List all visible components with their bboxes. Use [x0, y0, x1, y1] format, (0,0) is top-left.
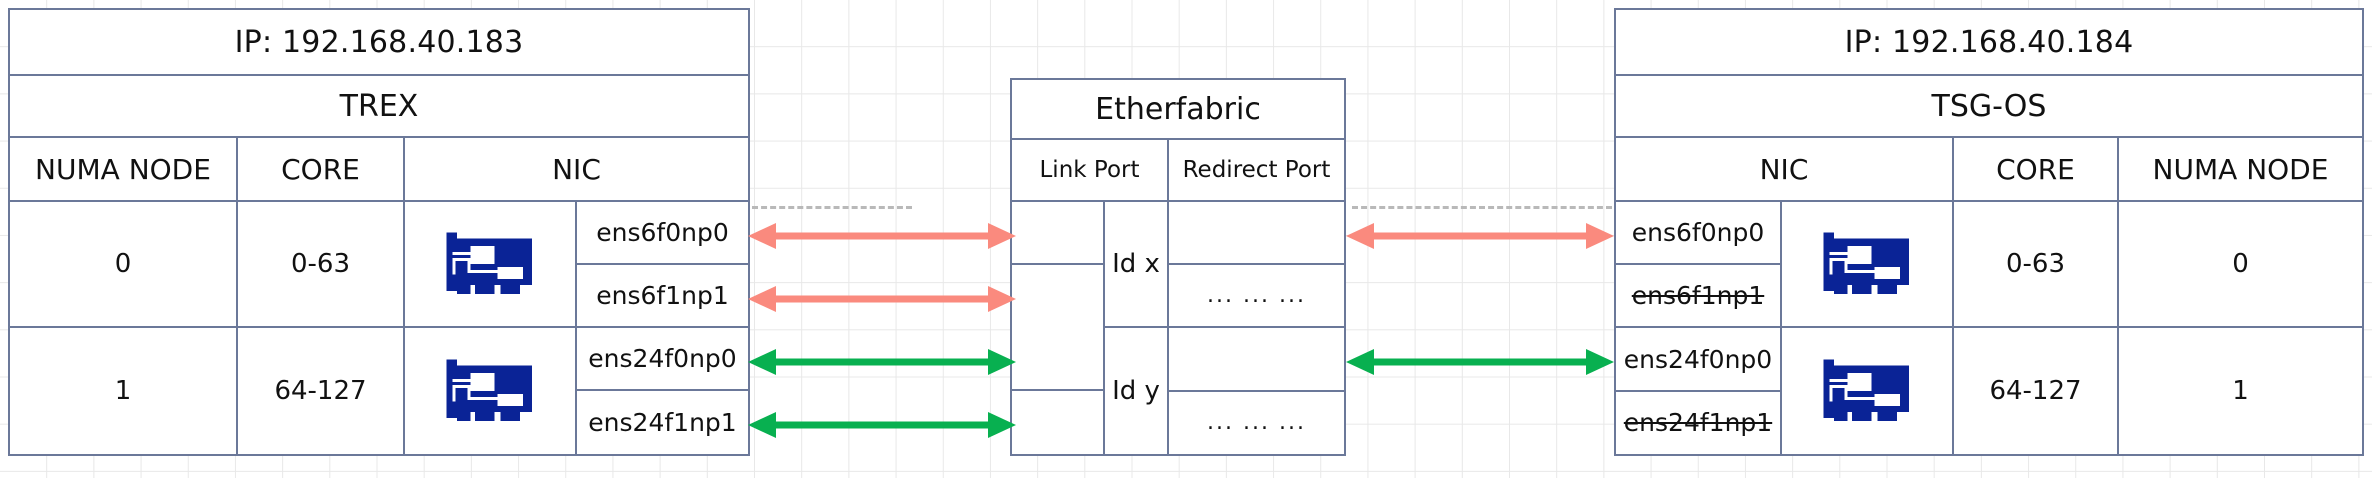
fabric-link-cell-y-1 — [1012, 391, 1103, 454]
connection-right-ens6f0np0 — [1346, 223, 1614, 249]
right-port-1-0: ens24f0np0 — [1616, 329, 1780, 392]
fabric-redirect-y-1: ... ... ... — [1169, 392, 1344, 453]
connection-left-ens6f1np1 — [748, 286, 1016, 312]
connection-right-ens24f0np0 — [1346, 349, 1614, 375]
left-nic-icon-cell-0 — [405, 202, 577, 328]
fabric-link-cell-x-1 — [1012, 265, 1103, 328]
right-core-value-1: 64-127 — [1954, 328, 2119, 454]
right-header-nic: NIC — [1616, 138, 1954, 202]
network-interface-card-icon — [446, 359, 532, 421]
network-interface-card-icon — [446, 232, 532, 294]
fabric-link-cell-x-0 — [1012, 202, 1103, 265]
right-numa-value-1: 1 — [2119, 328, 2362, 454]
dashed-separator-right — [1352, 206, 1612, 209]
left-port-1-0: ens24f0np0 — [577, 328, 748, 391]
left-port-0-1: ens6f1np1 — [577, 265, 748, 328]
fabric-id-y: Id y — [1105, 328, 1169, 454]
fabric-redirect-x-0 — [1169, 202, 1344, 265]
left-nic-icon-cell-1 — [405, 328, 577, 454]
fabric-table: Etherfabric Link Port Redirect Port Id x… — [1010, 78, 1346, 456]
left-header-nic: NIC — [405, 138, 748, 202]
right-header-numa-node: NUMA NODE — [2119, 138, 2362, 202]
right-nic-icon-cell-0 — [1782, 202, 1954, 328]
fabric-header-link-port: Link Port — [1012, 140, 1169, 202]
right-port-0-1: ens6f1np1 — [1616, 265, 1780, 326]
network-interface-card-icon — [1823, 232, 1909, 294]
right-host-name: TSG-OS — [1616, 76, 2362, 138]
right-port-0-0: ens6f0np0 — [1616, 202, 1780, 265]
right-host-table: IP: 192.168.40.184 TSG-OS NIC CORE NUMA … — [1614, 8, 2364, 456]
fabric-redirect-y-0 — [1169, 329, 1344, 392]
right-header-core: CORE — [1954, 138, 2119, 202]
left-header-core: CORE — [238, 138, 405, 202]
fabric-link-cell-y-0 — [1012, 328, 1103, 391]
left-core-value-1: 64-127 — [238, 328, 405, 454]
fabric-name: Etherfabric — [1012, 80, 1344, 141]
connection-left-ens24f1np1 — [748, 412, 1016, 438]
dashed-separator-left — [752, 206, 912, 209]
right-port-1-1: ens24f1np1 — [1616, 392, 1780, 453]
network-interface-card-icon — [1823, 359, 1909, 421]
fabric-id-x: Id x — [1105, 202, 1169, 328]
right-core-value-0: 0-63 — [1954, 202, 2119, 328]
left-numa-value-0: 0 — [10, 202, 238, 328]
left-host-name: TREX — [10, 76, 748, 138]
right-nic-icon-cell-1 — [1782, 328, 1954, 454]
left-port-0-0: ens6f0np0 — [577, 202, 748, 265]
fabric-redirect-x-1: ... ... ... — [1169, 265, 1344, 326]
left-port-1-1: ens24f1np1 — [577, 391, 748, 454]
left-ip-label: IP: 192.168.40.183 — [10, 10, 748, 76]
right-ip-label: IP: 192.168.40.184 — [1616, 10, 2362, 76]
left-core-value-0: 0-63 — [238, 202, 405, 328]
left-header-numa-node: NUMA NODE — [10, 138, 238, 202]
connection-left-ens6f0np0 — [748, 223, 1016, 249]
fabric-header-redirect-port: Redirect Port — [1169, 140, 1344, 202]
right-numa-value-0: 0 — [2119, 202, 2362, 328]
left-host-table: IP: 192.168.40.183 TREX NUMA NODE CORE N… — [8, 8, 750, 456]
left-numa-value-1: 1 — [10, 328, 238, 454]
connection-left-ens24f0np0 — [748, 349, 1016, 375]
